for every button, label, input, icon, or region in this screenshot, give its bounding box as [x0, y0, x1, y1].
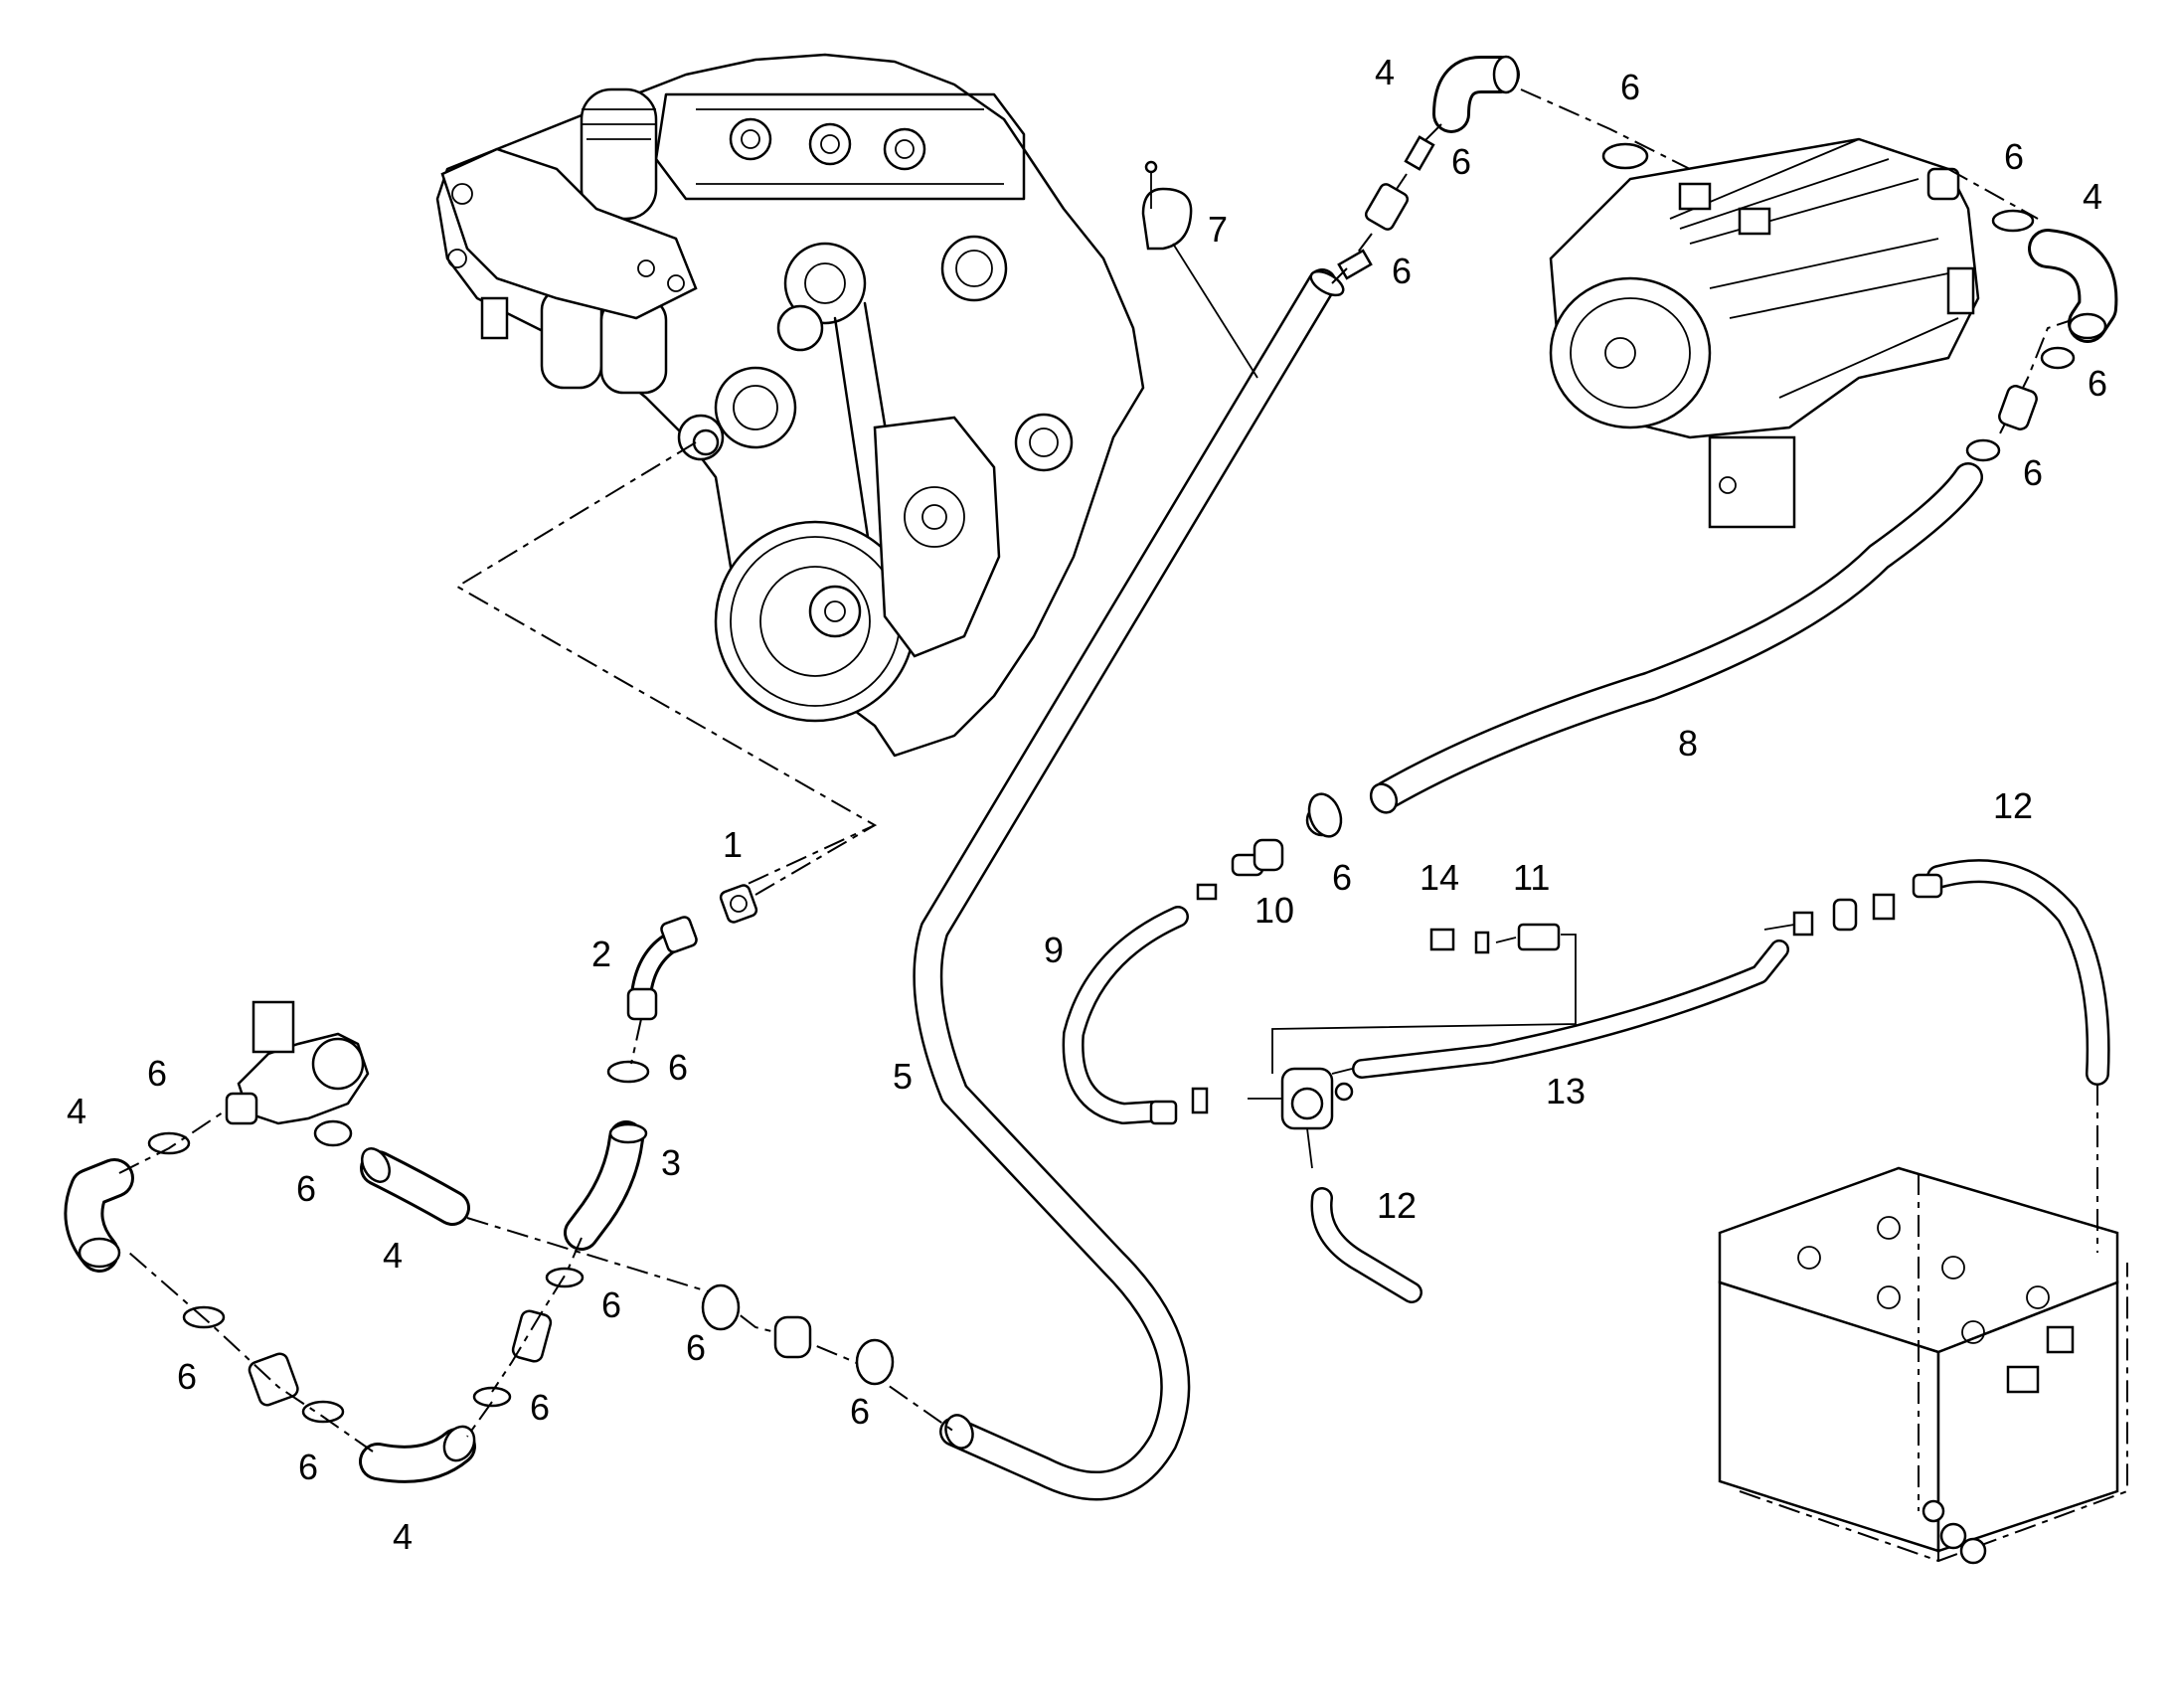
callout-6-j: 6	[1620, 67, 1640, 107]
callout-6-g: 6	[177, 1356, 197, 1397]
callout-4-c: 4	[393, 1516, 413, 1557]
callout-14: 14	[1420, 857, 1459, 898]
callout-12-b: 12	[1377, 1185, 1417, 1226]
callout-6-o: 6	[2023, 452, 2043, 493]
callout-4-a: 4	[67, 1091, 86, 1131]
pump-left	[225, 1000, 370, 1125]
callout-8: 8	[1678, 723, 1698, 764]
callout-10: 10	[1254, 890, 1294, 931]
callout-9: 9	[1044, 930, 1064, 970]
hose-5	[913, 268, 1345, 1501]
fitting-1	[719, 884, 758, 924]
hose-12-center	[1310, 1187, 1422, 1303]
clip-7	[1141, 160, 1193, 251]
callout-6-a: 6	[147, 1053, 167, 1094]
callout-6-c: 6	[668, 1047, 688, 1088]
callout-4-d: 4	[1375, 52, 1395, 92]
callout-6-l: 6	[1392, 251, 1412, 291]
callout-11: 11	[1513, 857, 1550, 898]
hose-9	[1062, 906, 1189, 1125]
hose-13	[1352, 939, 1789, 1079]
callout-6-f: 6	[530, 1387, 550, 1428]
callout-6-d: 6	[601, 1284, 621, 1325]
hose-12-right	[1926, 859, 2110, 1086]
callout-6-p: 6	[1332, 857, 1352, 898]
callout-labels: 1 2 3 4 4 4 4 4 5 6 6 6 6 6 6 6 6 6 6 6 …	[67, 52, 2107, 1557]
callout-3: 3	[661, 1142, 681, 1183]
elbow-2	[626, 916, 698, 1021]
callout-6-m: 6	[2004, 136, 2024, 177]
engine-assembly	[435, 53, 1145, 758]
coolant-valve	[1248, 1067, 1354, 1169]
callout-4-e: 4	[2083, 176, 2102, 217]
callout-6-k: 6	[1451, 141, 1471, 182]
fittings-center	[1191, 803, 1943, 1114]
callout-2: 2	[591, 934, 611, 974]
callout-4-b: 4	[383, 1235, 403, 1276]
hose-4-middle	[360, 1147, 470, 1226]
elbow-4-right	[2028, 229, 2118, 343]
elbow-4-bottom	[359, 1425, 476, 1483]
leader-engine-to-1	[455, 441, 878, 886]
callout-6-n: 6	[2088, 363, 2107, 404]
callout-6-e: 6	[686, 1327, 706, 1368]
hose-8	[1369, 462, 1983, 814]
callout-7: 7	[1208, 209, 1228, 250]
elbow-4-left	[64, 1158, 134, 1273]
elbow-4-top	[1432, 55, 1520, 133]
callout-5: 5	[893, 1056, 913, 1097]
callout-6-h: 6	[298, 1447, 318, 1487]
battery-box	[1718, 1166, 2128, 1565]
callout-12-a: 12	[1993, 785, 2033, 826]
callout-6-b: 6	[296, 1168, 316, 1209]
auxiliary-heater-unit	[1549, 137, 1980, 529]
callout-6-i: 6	[850, 1391, 870, 1432]
hose-3	[564, 1120, 648, 1251]
leader-valve-14	[1271, 934, 1577, 1074]
callout-1: 1	[723, 824, 743, 865]
callout-13: 13	[1546, 1071, 1586, 1111]
